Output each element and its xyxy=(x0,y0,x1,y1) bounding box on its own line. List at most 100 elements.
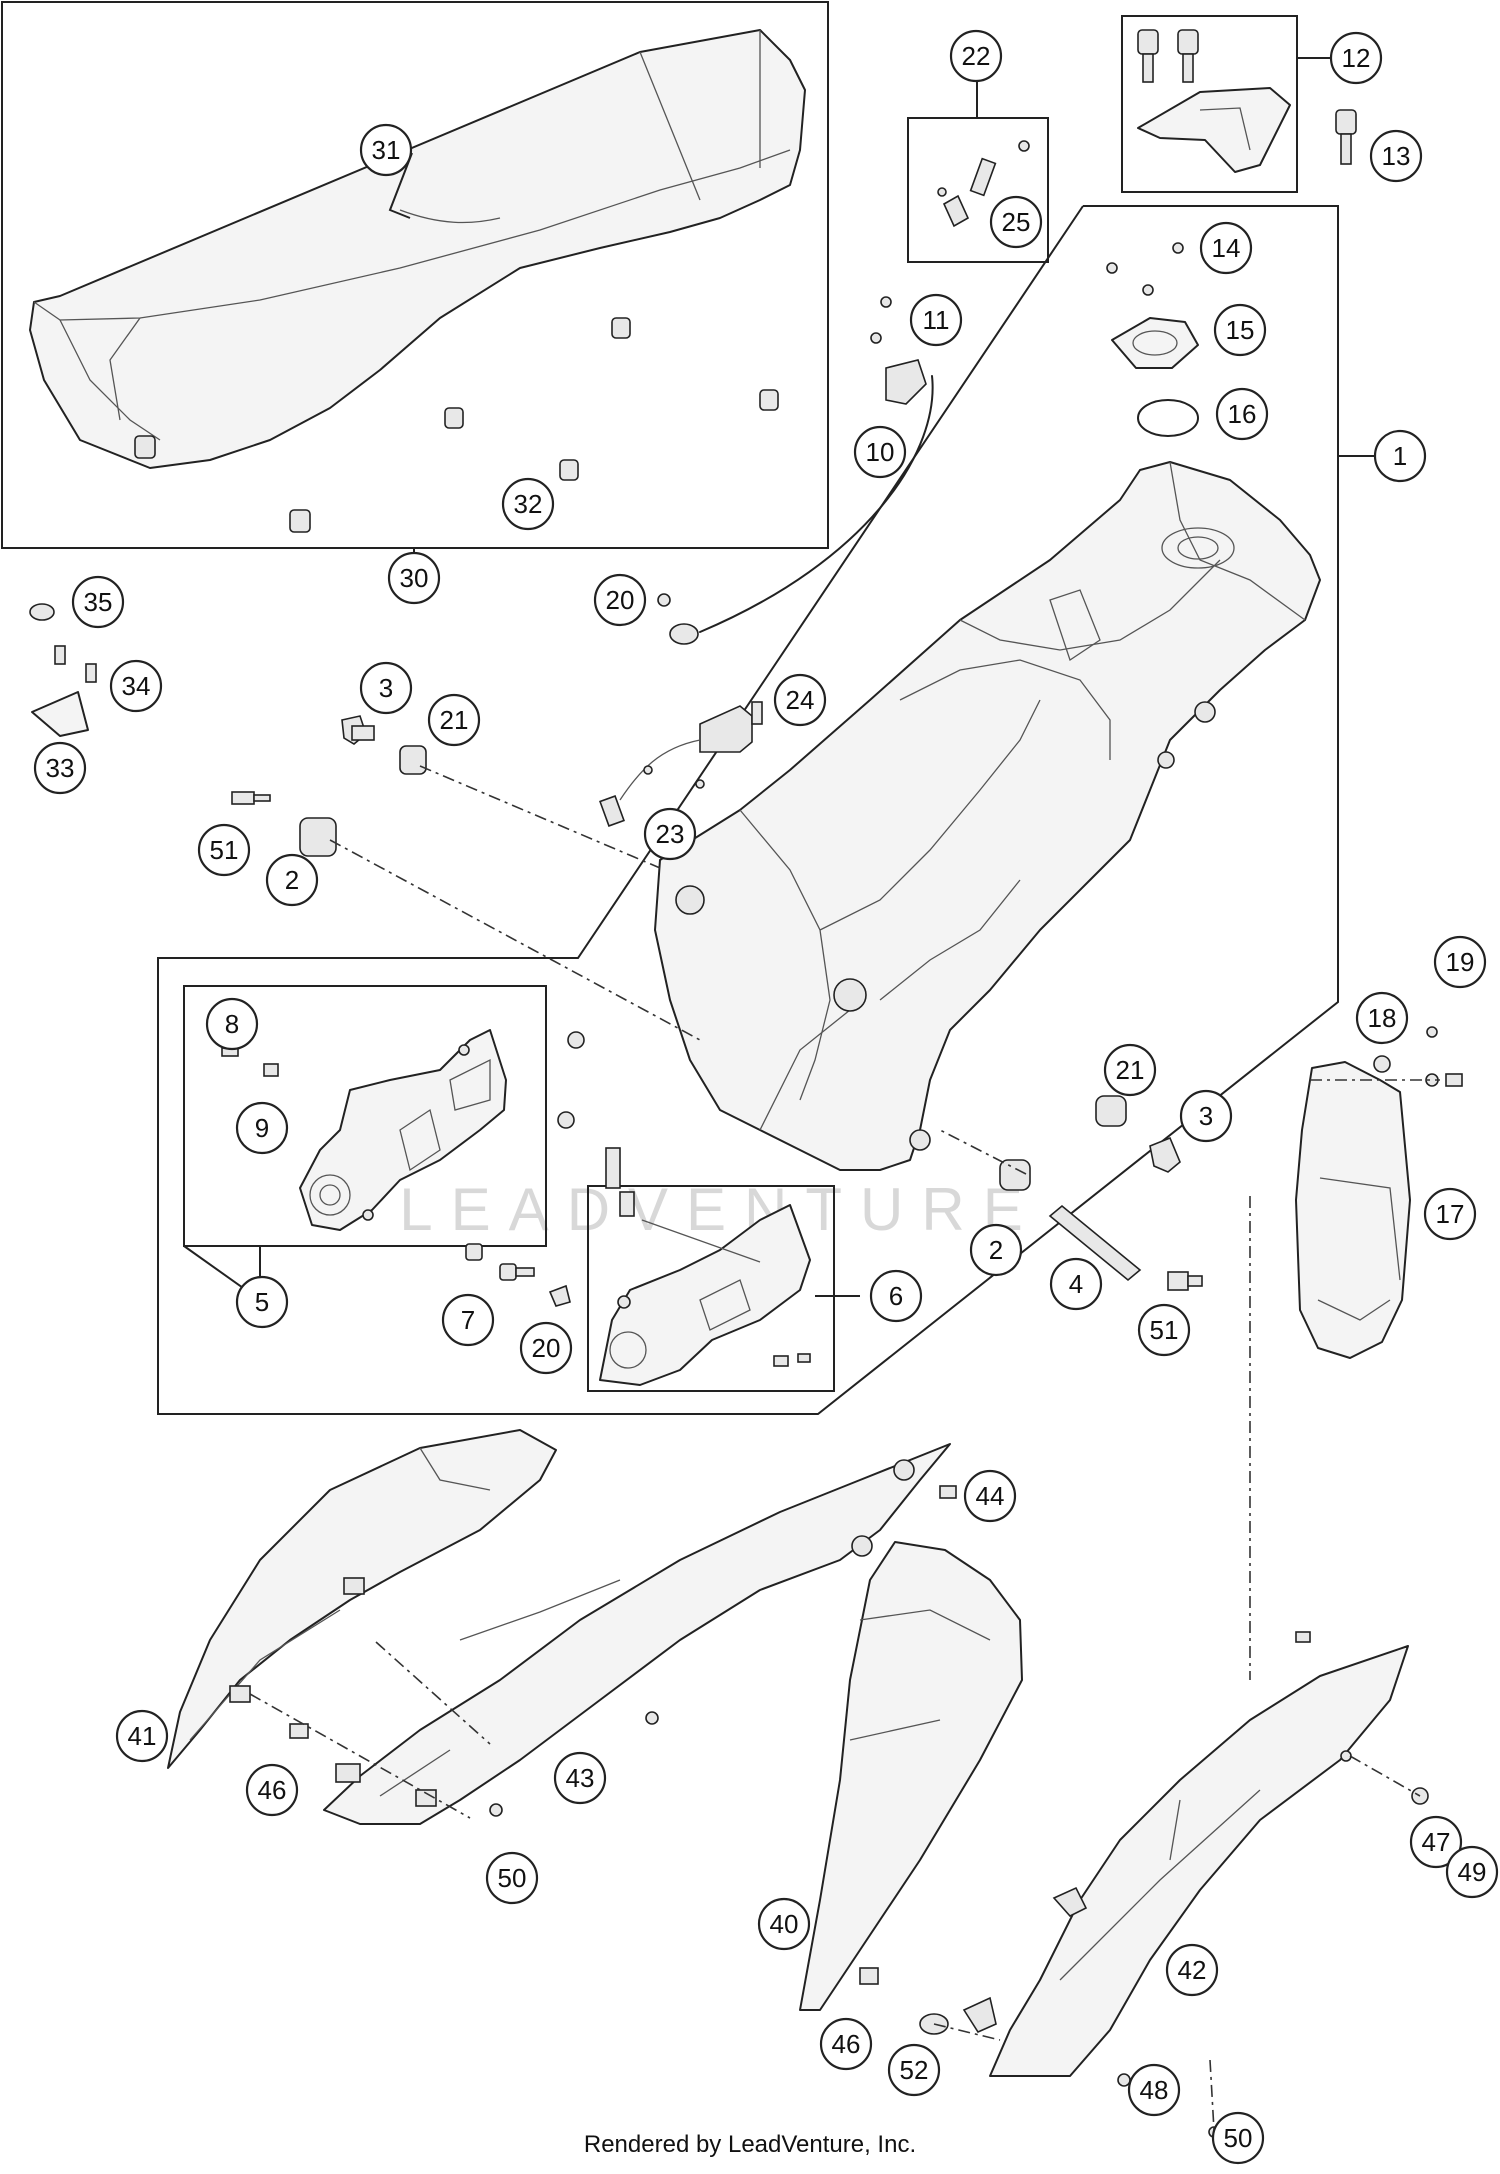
svg-text:6: 6 xyxy=(889,1281,903,1311)
callout-4: 4 xyxy=(1049,1257,1103,1311)
svg-text:20: 20 xyxy=(606,585,635,615)
svg-text:2: 2 xyxy=(285,865,299,895)
svg-text:7: 7 xyxy=(461,1305,475,1335)
callout-50: 50 xyxy=(1211,2111,1265,2165)
key-lock-box xyxy=(1121,15,1298,193)
tank-rear-hardware xyxy=(999,1095,1203,1291)
svg-text:15: 15 xyxy=(1226,315,1255,345)
callout-1: 1 xyxy=(1373,429,1427,483)
callout-46: 46 xyxy=(245,1763,299,1817)
callout-50: 50 xyxy=(485,1851,539,1905)
callout-3: 3 xyxy=(1179,1089,1233,1143)
svg-text:47: 47 xyxy=(1422,1827,1451,1857)
svg-text:44: 44 xyxy=(976,1481,1005,1511)
callout-51: 51 xyxy=(1137,1303,1191,1357)
svg-text:21: 21 xyxy=(1116,1055,1145,1085)
left-bracket-box xyxy=(183,985,547,1247)
valve-parts xyxy=(937,140,1030,228)
svg-text:11: 11 xyxy=(923,305,950,335)
svg-text:40: 40 xyxy=(770,1909,799,1939)
callout-32: 32 xyxy=(501,477,555,531)
callout-14: 14 xyxy=(1199,221,1253,275)
svg-text:51: 51 xyxy=(210,835,239,865)
callout-25: 25 xyxy=(989,195,1043,249)
callout-40: 40 xyxy=(757,1897,811,1951)
callout-8: 8 xyxy=(205,997,259,1051)
callout-43: 43 xyxy=(553,1751,607,1805)
svg-text:5: 5 xyxy=(255,1287,269,1317)
svg-text:18: 18 xyxy=(1368,1003,1397,1033)
svg-text:25: 25 xyxy=(1002,207,1031,237)
callout-35: 35 xyxy=(71,575,125,629)
svg-text:34: 34 xyxy=(122,671,151,701)
side-cover-17 xyxy=(1295,1026,1463,1359)
misc-parts-33-35 xyxy=(29,603,97,737)
credit-text: Rendered by LeadVenture, Inc. xyxy=(584,2131,916,2158)
filler-cap-parts xyxy=(1106,242,1199,437)
callout-2: 2 xyxy=(969,1223,1023,1277)
callout-6: 6 xyxy=(869,1269,923,1323)
callout-11: 11 xyxy=(909,293,963,347)
fuel-tank xyxy=(654,461,1321,1171)
bracket-hardware xyxy=(465,1243,571,1307)
svg-text:9: 9 xyxy=(255,1113,269,1143)
callout-21: 21 xyxy=(1103,1043,1157,1097)
left-bracket xyxy=(221,1029,585,1231)
callout-52: 52 xyxy=(887,2043,941,2097)
callout-9: 9 xyxy=(235,1101,289,1155)
svg-text:20: 20 xyxy=(532,1333,561,1363)
svg-text:4: 4 xyxy=(1069,1269,1083,1299)
callout-12: 12 xyxy=(1329,31,1383,85)
right-bracket xyxy=(599,1147,811,1386)
svg-text:46: 46 xyxy=(832,2029,861,2059)
svg-text:10: 10 xyxy=(866,437,895,467)
callout-22: 22 xyxy=(949,29,1003,83)
callout-7: 7 xyxy=(441,1293,495,1347)
callout-51: 51 xyxy=(197,823,251,877)
svg-text:50: 50 xyxy=(1224,2123,1253,2153)
svg-text:42: 42 xyxy=(1178,1955,1207,1985)
svg-text:3: 3 xyxy=(1199,1101,1213,1131)
svg-text:16: 16 xyxy=(1228,399,1257,429)
svg-text:30: 30 xyxy=(400,563,429,593)
svg-text:12: 12 xyxy=(1342,43,1371,73)
svg-text:1: 1 xyxy=(1393,441,1407,471)
tank-bracket-outline xyxy=(157,205,1339,1415)
callout-15: 15 xyxy=(1213,303,1267,357)
svg-text:33: 33 xyxy=(46,753,75,783)
svg-text:35: 35 xyxy=(84,587,113,617)
callout-23: 23 xyxy=(643,807,697,861)
callout-24: 24 xyxy=(773,673,827,727)
callout-41: 41 xyxy=(115,1709,169,1763)
svg-text:51: 51 xyxy=(1150,1315,1179,1345)
leader-lines xyxy=(183,57,1374,1302)
callout-18: 18 xyxy=(1355,991,1409,1045)
shroud-43 xyxy=(323,1443,951,1825)
svg-text:13: 13 xyxy=(1382,141,1411,171)
svg-text:17: 17 xyxy=(1436,1199,1465,1229)
svg-text:22: 22 xyxy=(962,41,991,71)
callout-46: 46 xyxy=(819,2017,873,2071)
alignment-lines xyxy=(249,765,1440,2131)
svg-text:52: 52 xyxy=(900,2055,929,2085)
callout-13: 13 xyxy=(1369,129,1423,183)
svg-text:14: 14 xyxy=(1212,233,1241,263)
svg-text:24: 24 xyxy=(786,685,815,715)
callout-10: 10 xyxy=(853,425,907,479)
svg-text:31: 31 xyxy=(372,135,401,165)
svg-text:21: 21 xyxy=(440,705,469,735)
side-panel-40 xyxy=(799,1541,1023,2011)
callout-49: 49 xyxy=(1445,1845,1499,1899)
callout-48: 48 xyxy=(1127,2063,1181,2117)
callout-47: 47 xyxy=(1409,1815,1463,1869)
callout-20: 20 xyxy=(519,1321,573,1375)
callout-5: 5 xyxy=(235,1275,289,1329)
watermark: LEADVENTURE xyxy=(399,1176,1040,1243)
svg-text:46: 46 xyxy=(258,1775,287,1805)
side-panel-42 xyxy=(962,1631,1409,2077)
svg-text:49: 49 xyxy=(1458,1857,1487,1887)
tank-hardware xyxy=(231,296,934,857)
callout-31: 31 xyxy=(359,123,413,177)
callout-16: 16 xyxy=(1215,387,1269,441)
